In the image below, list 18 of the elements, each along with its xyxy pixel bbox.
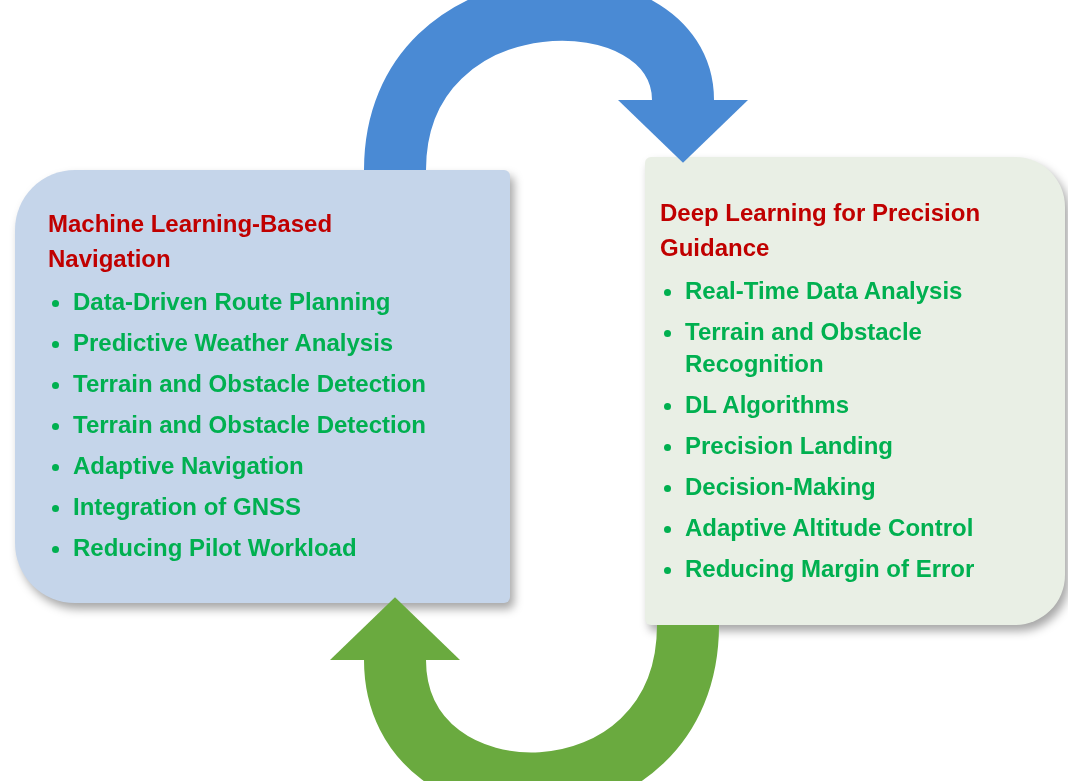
content-panel (645, 157, 1065, 625)
list-item: Adaptive Altitude Control (685, 513, 974, 543)
list-item: Data-Driven Route Planning (73, 287, 391, 317)
list-item: DL Algorithms (685, 390, 849, 420)
list-item: Reducing Margin of Error (685, 554, 975, 584)
list-item: Terrain and Obstacle Recognition (685, 317, 923, 379)
list-item: Decision-Making (685, 472, 876, 502)
content-panel (15, 170, 510, 603)
list-item: Precision Landing (685, 431, 894, 461)
panel-heading: Machine Learning-Based Navigation (48, 209, 334, 274)
list-item: Reducing Pilot Workload (73, 533, 357, 563)
list-item: Integration of GNSS (73, 492, 301, 522)
list-item: Terrain and Obstacle Detection (73, 410, 426, 440)
list-item: Terrain and Obstacle Detection (73, 369, 426, 399)
panel-heading: Deep Learning for Precision Guidance (660, 198, 982, 263)
list-item: Real-Time Data Analysis (685, 276, 963, 306)
list-item: Adaptive Navigation (73, 451, 304, 481)
list-item: Predictive Weather Analysis (73, 328, 394, 358)
